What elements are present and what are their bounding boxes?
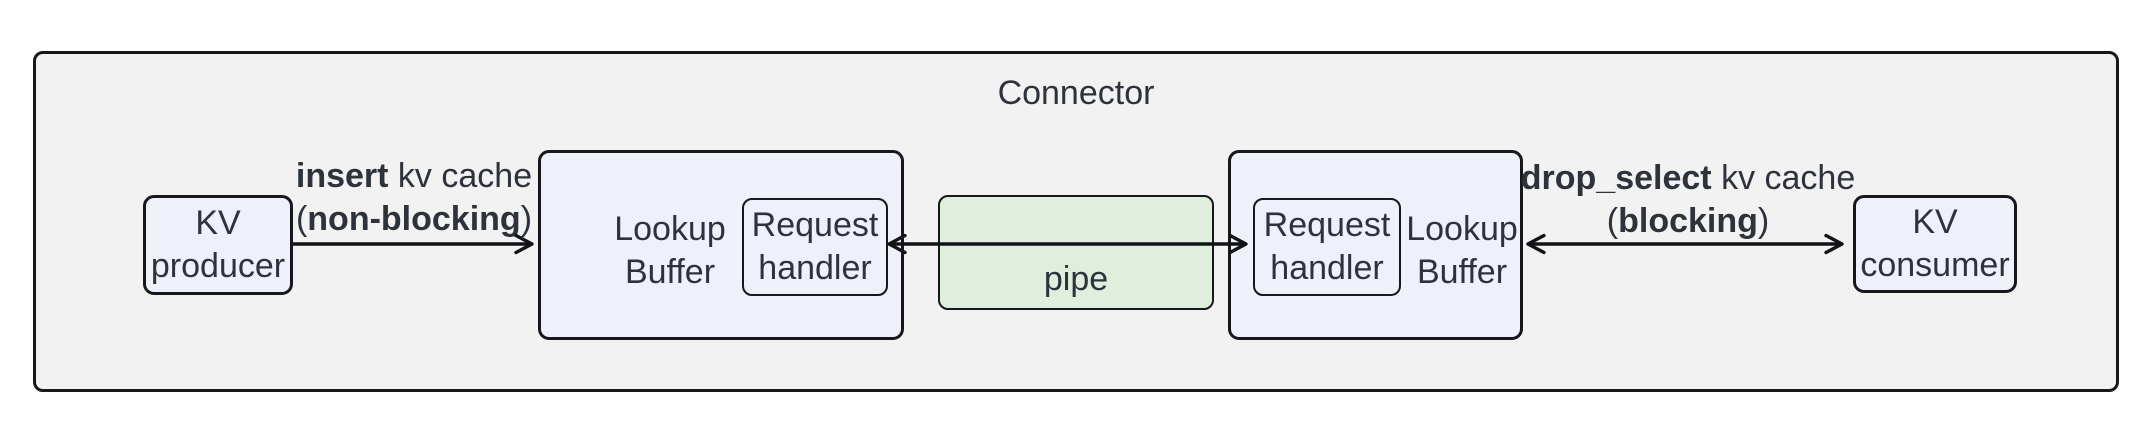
lookup-buffer-left-label-line2: Buffer [624, 253, 716, 291]
lookup-buffer-left-label-line1: Lookup [614, 210, 726, 248]
lookup-buffer-left-node: Lookup Buffer Request handler [538, 150, 904, 340]
request-handler-right-label-line2: handler [1270, 249, 1384, 287]
request-handler-left-node: Request handler [742, 198, 888, 296]
kv-producer-node: KV producer [143, 195, 293, 295]
request-handler-left-label-line2: handler [758, 249, 872, 287]
lookup-buffer-right-node: Request handler Lookup Buffer [1228, 150, 1523, 340]
insert-paren-open: ( [295, 200, 308, 238]
kv-consumer-label-line1: KV [1912, 203, 1958, 241]
insert-mode: non-blocking [307, 200, 521, 238]
drop-select-edge-label-line1: drop_select kv cache [1521, 157, 1855, 200]
connector-title: Connector [997, 74, 1155, 112]
drop-select-paren-open: ( [1606, 202, 1619, 240]
insert-edge-label-line1: insert kv cache [296, 155, 532, 198]
insert-verb: insert [295, 157, 389, 195]
drop-select-rest: kv cache [1711, 159, 1856, 197]
pipe-label: pipe [1043, 260, 1109, 298]
kv-consumer-label-line2: consumer [1860, 246, 2010, 284]
drop-select-edge-label-line2: (blocking) [1521, 200, 1855, 243]
kv-producer-label-line2: producer [150, 247, 286, 285]
lookup-buffer-left-label: Lookup Buffer [614, 208, 726, 294]
insert-rest: kv cache [388, 157, 533, 195]
lookup-buffer-right-label-line2: Buffer [1416, 253, 1508, 291]
lookup-buffer-right-label-line1: Lookup [1406, 210, 1518, 248]
drop-select-paren-close: ) [1757, 202, 1770, 240]
kv-consumer-node: KV consumer [1853, 195, 2017, 293]
drop-select-verb: drop_select [1520, 159, 1712, 197]
drop-select-mode: blocking [1618, 202, 1758, 240]
request-handler-right-node: Request handler [1253, 198, 1401, 296]
insert-edge-label-line2: (non-blocking) [296, 198, 532, 241]
request-handler-left-label-line1: Request [751, 206, 879, 244]
insert-edge-label: insert kv cache (non-blocking) [296, 155, 532, 241]
kv-producer-label-line1: KV [195, 204, 241, 242]
insert-paren-close: ) [520, 200, 533, 238]
drop-select-edge-label: drop_select kv cache (blocking) [1521, 157, 1855, 243]
lookup-buffer-right-label: Lookup Buffer [1406, 208, 1518, 294]
pipe-node: pipe [938, 195, 1214, 310]
request-handler-right-label-line1: Request [1263, 206, 1391, 244]
